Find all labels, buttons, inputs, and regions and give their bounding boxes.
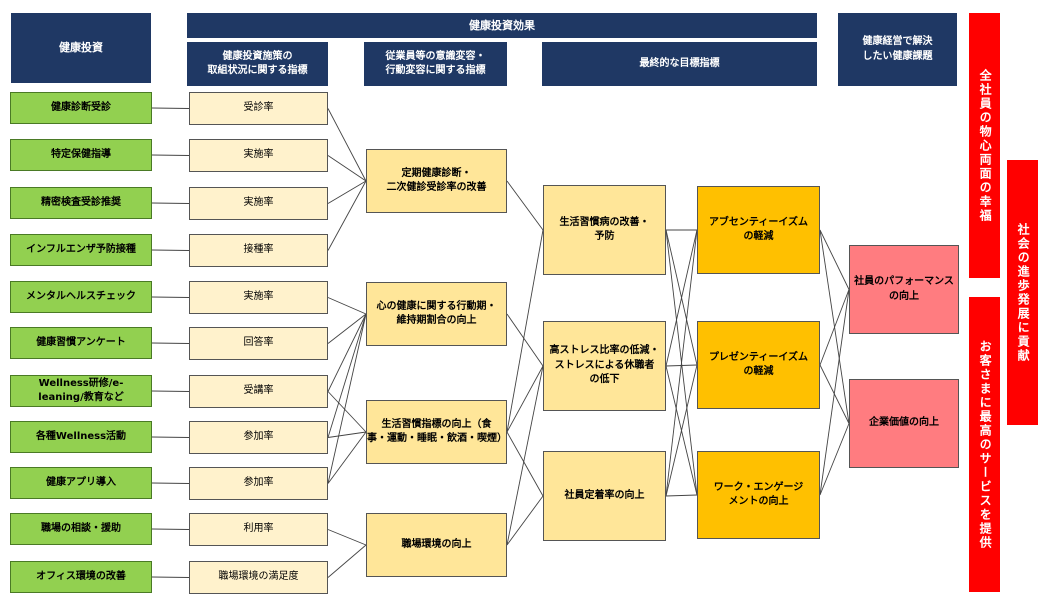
- connector-line: [151, 390, 190, 392]
- connector-line: [327, 297, 367, 315]
- investment-box: 精密検査受診推奨: [10, 187, 152, 219]
- lifestyle-box: 社員定着率の向上: [543, 451, 666, 541]
- investment-box: メンタルヘルスチェック: [10, 281, 152, 313]
- banner-customer: お客さまに最高のサービスを提供: [969, 297, 1000, 592]
- connector-line: [506, 365, 544, 546]
- awareness-box: 職場環境の向上: [366, 513, 507, 577]
- connector-line: [506, 313, 544, 367]
- connector-line: [327, 180, 367, 251]
- connector-line: [506, 365, 544, 433]
- connector-line: [327, 155, 367, 182]
- banner-society: 社会の進歩発展に貢献: [1007, 160, 1038, 425]
- rate-box: 職場環境の満足度: [189, 561, 328, 594]
- connector-line: [506, 229, 544, 433]
- connector-line: [327, 431, 367, 484]
- rate-box: 受講率: [189, 375, 328, 408]
- header-final-goal: 最終的な目標指標: [542, 42, 817, 86]
- lifestyle-box: 生活習慣病の改善・ 予防: [543, 185, 666, 275]
- connector-line: [327, 108, 367, 182]
- outcome-box: 企業価値の向上: [849, 379, 959, 468]
- connector-line: [665, 229, 698, 367]
- investment-box: Wellness研修/e- leaning/教育など: [10, 375, 152, 407]
- outcome-box: 社員のパフォーマンス の向上: [849, 245, 959, 334]
- awareness-box: 定期健康診断・ 二次健診受診率の改善: [366, 149, 507, 213]
- connector-line: [665, 494, 698, 497]
- investment-box: 健康診断受診: [10, 92, 152, 124]
- awareness-box: 生活習慣指標の向上（食 事・運動・睡眠・飲酒・喫煙）: [366, 400, 507, 464]
- connector-line: [819, 289, 850, 496]
- connector-line: [506, 495, 544, 546]
- investment-box: インフルエンザ予防接種: [10, 234, 152, 266]
- final-goal-box: アブセンティーイズム の軽減: [697, 186, 820, 274]
- connector-line: [151, 482, 190, 484]
- connector-line: [151, 202, 190, 204]
- connector-line: [327, 529, 367, 546]
- rate-box: 回答率: [189, 327, 328, 360]
- rate-box: 接種率: [189, 234, 328, 267]
- connector-line: [327, 313, 367, 344]
- header-investment: 健康投資: [11, 13, 151, 83]
- final-goal-box: プレゼンティーイズム の軽減: [697, 321, 820, 409]
- rate-box: 利用率: [189, 513, 328, 546]
- connector-line: [327, 431, 367, 438]
- connector-line: [327, 544, 367, 578]
- lifestyle-box: 高ストレス比率の低減・ ストレスによる休職者 の低下: [543, 321, 666, 411]
- investment-box: オフィス環境の改善: [10, 561, 152, 593]
- connector-line: [151, 296, 190, 298]
- header-awareness-change: 従業員等の意識変容・ 行動変容に関する指標: [364, 42, 507, 86]
- awareness-box: 心の健康に関する行動期・ 維持期割合の向上: [366, 282, 507, 346]
- connector-line: [506, 431, 544, 497]
- connector-line: [327, 391, 367, 433]
- connector-line: [151, 342, 190, 344]
- connector-line: [327, 313, 367, 438]
- investment-box: 特定保健指導: [10, 139, 152, 171]
- rate-box: 参加率: [189, 421, 328, 454]
- connector-line: [819, 229, 850, 290]
- connector-line: [665, 364, 698, 497]
- final-goal-box: ワーク・エンゲージ メントの向上: [697, 451, 820, 539]
- rate-box: 受診率: [189, 92, 328, 125]
- connector-line: [151, 107, 190, 109]
- rate-box: 実施率: [189, 187, 328, 220]
- connector-line: [819, 289, 850, 366]
- connector-line: [151, 576, 190, 578]
- investment-box: 健康習慣アンケート: [10, 327, 152, 359]
- investment-box: 職場の相談・援助: [10, 513, 152, 545]
- header-initiative-status: 健康投資施策の 取組状況に関する指標: [187, 42, 328, 86]
- connector-line: [151, 436, 190, 438]
- connector-line: [327, 180, 367, 204]
- connector-line: [151, 249, 190, 251]
- header-effect: 健康投資効果: [187, 13, 817, 38]
- header-health-issue: 健康経営で解決 したい健康課題: [838, 13, 957, 86]
- banner-wellbeing: 全社員の物心両面の幸福: [969, 13, 1000, 278]
- connector-line: [665, 229, 698, 497]
- connector-line: [506, 180, 544, 231]
- investment-box: 各種Wellness活動: [10, 421, 152, 453]
- rate-box: 実施率: [189, 139, 328, 172]
- connector-line: [327, 313, 367, 392]
- connector-line: [151, 528, 190, 530]
- investment-box: 健康アプリ導入: [10, 467, 152, 499]
- rate-box: 参加率: [189, 467, 328, 500]
- connector-line: [819, 423, 850, 496]
- rate-box: 実施率: [189, 281, 328, 314]
- connector-line: [327, 313, 367, 484]
- connector-line: [151, 154, 190, 156]
